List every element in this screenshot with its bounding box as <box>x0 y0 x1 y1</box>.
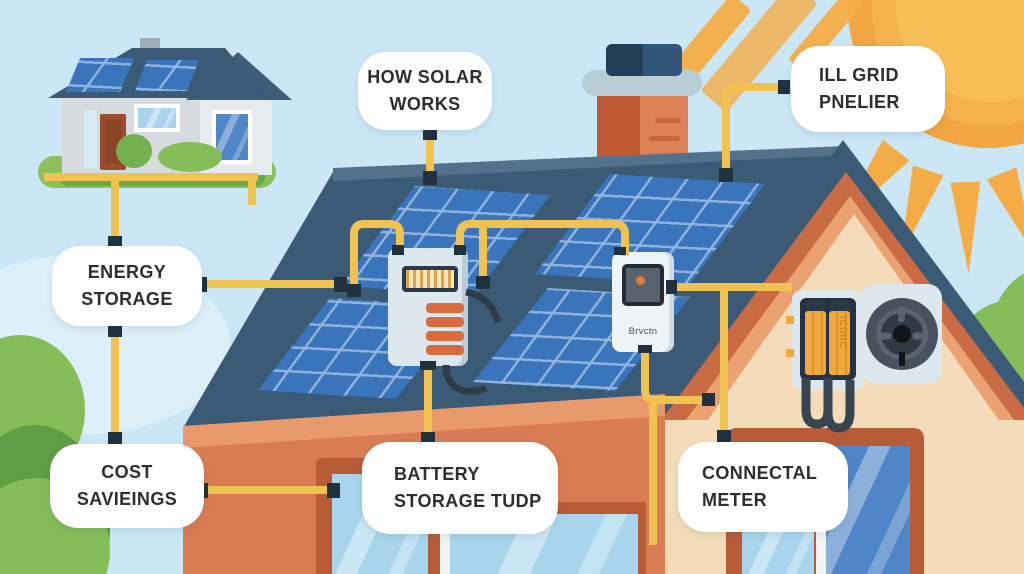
inverter-button <box>426 303 464 313</box>
callout-battery-storage: BATTERY STORAGE TUDP <box>362 442 558 534</box>
sun-ray <box>950 182 983 275</box>
battery-cell <box>829 311 850 375</box>
callout-energy-storage: ENERGY STORAGE <box>52 246 202 326</box>
monitor-device-window <box>622 264 664 306</box>
chimney-dash <box>655 118 681 123</box>
inverter-button <box>426 345 464 355</box>
callout-line: PNELIER <box>819 92 900 112</box>
callout-line: STORAGE TUDP <box>394 491 542 511</box>
battery-cell <box>805 311 826 375</box>
small-house-solar-panel <box>135 60 199 91</box>
meter-dial-center <box>893 325 911 343</box>
battery-cap <box>830 301 849 312</box>
callout-line: SAVIEINGS <box>76 489 178 509</box>
small-house-bush <box>158 142 222 172</box>
small-house-gable-window-glass <box>216 114 248 160</box>
callout-line: BATTERY <box>394 464 480 484</box>
meter-notch <box>875 332 892 340</box>
callout-grid: ILL GRID PNELIER <box>791 46 945 132</box>
meter-stem <box>899 352 905 366</box>
callout-line: STORAGE <box>81 289 173 309</box>
callout-cost-savings: COST SAVIEINGS <box>50 444 204 528</box>
callout-line: HOW SOLAR <box>367 67 483 87</box>
wire-connector <box>778 80 790 94</box>
monitor-device-brand: Brvctn <box>628 326 658 337</box>
meter-notch <box>912 332 929 340</box>
callout-how-solar-works: HOW SOLAR WORKS <box>358 52 492 130</box>
callout-line: COST <box>101 462 153 482</box>
window-sill <box>440 514 450 574</box>
chimney-top <box>606 44 682 76</box>
small-house <box>0 0 300 210</box>
inverter-display <box>402 266 458 292</box>
callout-line: METER <box>702 490 767 510</box>
inverter-button <box>426 331 464 341</box>
battery-print: ICDIIC <box>838 316 848 349</box>
monitor-device-lens <box>636 276 645 285</box>
callout-line: CONNECTAL <box>702 463 818 483</box>
small-house-sidelight <box>84 110 97 168</box>
chimney <box>597 88 688 164</box>
callout-meter: CONNECTAL METER <box>678 442 848 532</box>
small-house-window-glass <box>138 108 176 128</box>
small-house-bush <box>116 134 152 168</box>
battery-cap <box>806 301 825 312</box>
callout-line: ILL GRID <box>819 65 899 85</box>
inverter-button <box>426 317 464 327</box>
callout-line: WORKS <box>389 94 461 114</box>
callout-line: ENERGY <box>87 262 167 282</box>
meter-notch <box>898 306 905 322</box>
sun-ray <box>987 167 1024 261</box>
chimney-dash <box>649 136 680 141</box>
